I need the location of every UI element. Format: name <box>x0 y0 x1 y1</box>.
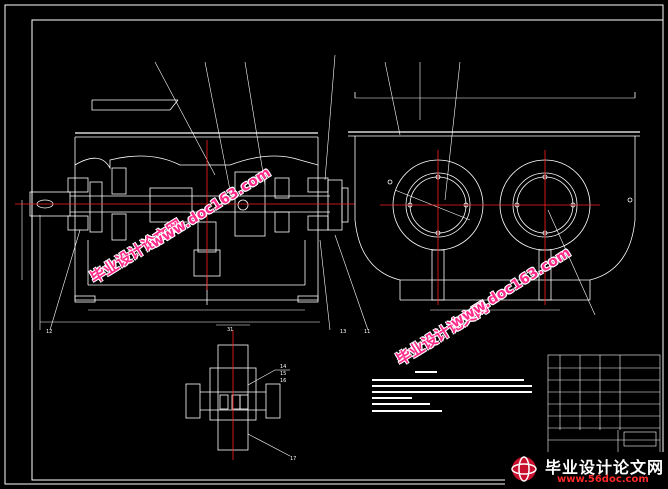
section-view <box>185 324 291 457</box>
part-label-17: 17 <box>290 456 296 462</box>
part-label-12: 12 <box>46 329 52 335</box>
part-label-13: 13 <box>340 329 346 335</box>
brand-badge[interactable]: 毕业设计论文网 www.56doc.com <box>505 452 667 488</box>
globe-logo-icon <box>511 456 537 482</box>
front-view <box>21 54 369 331</box>
section-view-number: 31 <box>227 327 233 333</box>
side-view <box>348 61 640 316</box>
technical-notes <box>372 371 532 412</box>
part-label-14: 14 <box>280 364 286 370</box>
part-label-16: 16 <box>280 378 286 384</box>
inner-border <box>31 19 664 481</box>
brand-name: 毕业设计论文网 <box>545 458 665 477</box>
brand-url[interactable]: www.56doc.com <box>557 474 649 485</box>
part-label-15: 15 <box>280 371 286 377</box>
part-label-11: 11 <box>364 329 370 335</box>
